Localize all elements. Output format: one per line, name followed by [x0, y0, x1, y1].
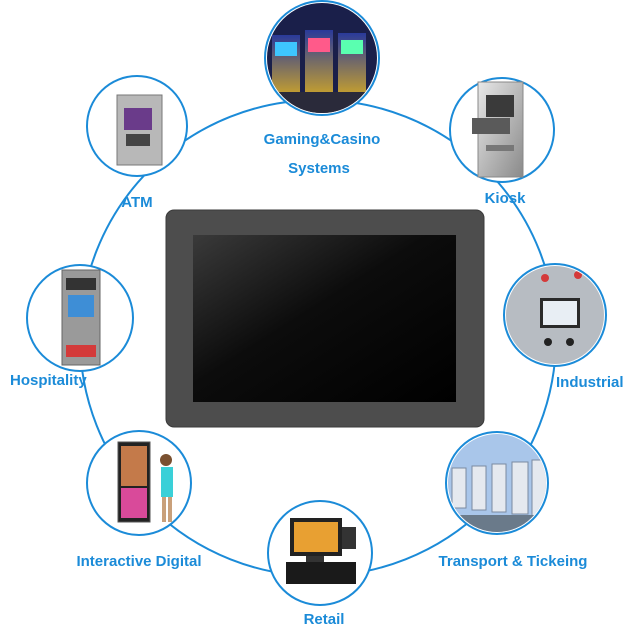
label-hospitality: Hospitality: [10, 372, 87, 389]
ticket-machines-icon: [445, 431, 549, 535]
label-industrial: Industrial: [556, 374, 624, 391]
label-kiosk: Kiosk: [484, 190, 526, 207]
label-transport-ticketing: Transport & Tickeing: [438, 553, 588, 570]
self-service-kiosk-icon: [26, 264, 134, 372]
label-systems: Systems: [288, 160, 350, 177]
digital-signage-icon: [86, 430, 192, 536]
kiosk-terminal-icon: [449, 77, 555, 183]
pos-terminal-icon: [267, 500, 373, 606]
monitor-icon: [165, 209, 485, 428]
label-atm: ATM: [121, 194, 153, 211]
control-panel-icon: [503, 263, 607, 367]
label-gaming-casino: Gaming&Casino: [263, 131, 381, 148]
atm-machine-icon: [86, 75, 188, 177]
label-retail: Retail: [303, 611, 345, 628]
slot-machines-icon: [264, 0, 380, 116]
label-interactive-digital: Interactive Digital: [76, 553, 202, 570]
